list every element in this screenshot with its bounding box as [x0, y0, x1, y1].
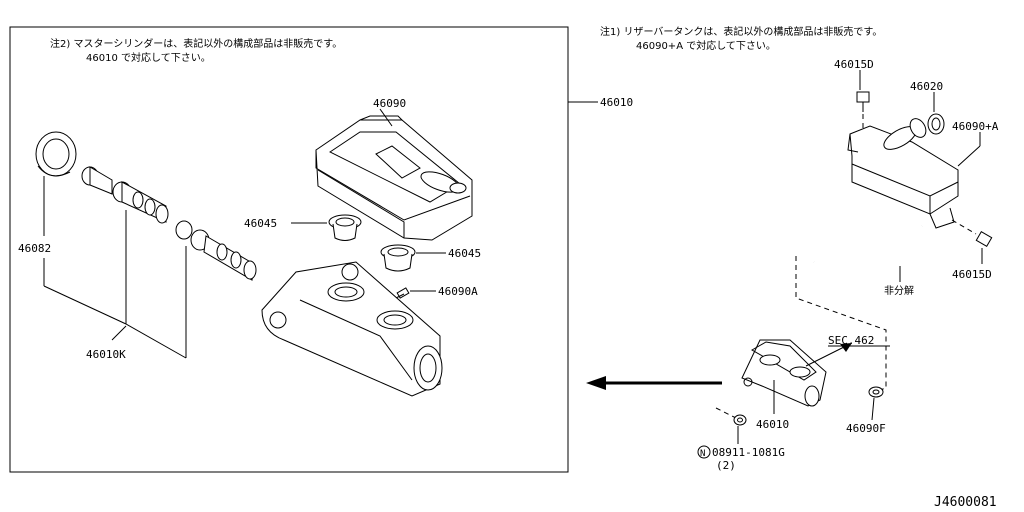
label-08911-qty: (2) [716, 459, 736, 472]
primary-piston [81, 166, 169, 224]
n-circle-symbol [697, 445, 711, 459]
grommet-46045-lower [380, 244, 416, 272]
label-46010-overview: 46010 [756, 418, 789, 431]
label-08911-1081G: 08911-1081G [712, 446, 785, 459]
label-sec-462: SEC.462 [828, 334, 874, 347]
detail-frame [9, 26, 569, 473]
sec-462-arrow [805, 343, 852, 367]
label-46020: 46020 [910, 80, 943, 93]
cup-seal-46082 [35, 131, 77, 177]
label-hi-bunkai: 非分解 [884, 284, 914, 297]
label-46090A: 46090A [438, 285, 478, 298]
nut-08911 [733, 414, 747, 426]
note-1-line-1: 注1) リザーバータンクは、表記以外の構成部品は非販売です。 [600, 25, 882, 38]
secondary-piston [175, 220, 257, 281]
screw-46090A [395, 287, 410, 299]
label-46010K: 46010K [86, 348, 126, 361]
label-46015D-top: 46015D [834, 58, 874, 71]
note-1-line-2: 46090+A で対応して下さい。 [636, 39, 776, 52]
drawing-id: J4600081 [934, 495, 997, 510]
reservoir-tank-46090 [315, 115, 473, 241]
arrow-to-detail [586, 376, 722, 390]
label-46015D-right: 46015D [952, 268, 992, 281]
note-2-line-1: 注2) マスターシリンダーは、表記以外の構成部品は非販売です。 [50, 37, 342, 50]
cap-46020 [927, 113, 945, 135]
label-46090-plus-A: 46090+A [952, 120, 999, 133]
label-46010-assembly: 46010 [600, 96, 633, 109]
reservoir-tank-assembly [847, 118, 959, 229]
grommet-46045-upper [328, 214, 362, 241]
label-46090: 46090 [373, 97, 406, 110]
clip-46090F [868, 386, 884, 398]
master-cylinder-overview [741, 339, 827, 407]
label-46045-upper: 46045 [244, 217, 277, 230]
bolt-46015D-top [856, 91, 870, 130]
label-46045-lower: 46045 [448, 247, 481, 260]
reservoir-hose [813, 225, 925, 275]
note-2-line-2: 46010 で対応して下さい。 [86, 51, 211, 64]
bolt-46015D-right [951, 219, 993, 248]
label-46090F: 46090F [846, 422, 886, 435]
master-cylinder-body [261, 261, 443, 397]
n-circle-letter: N [700, 449, 705, 459]
label-46082: 46082 [18, 242, 51, 255]
